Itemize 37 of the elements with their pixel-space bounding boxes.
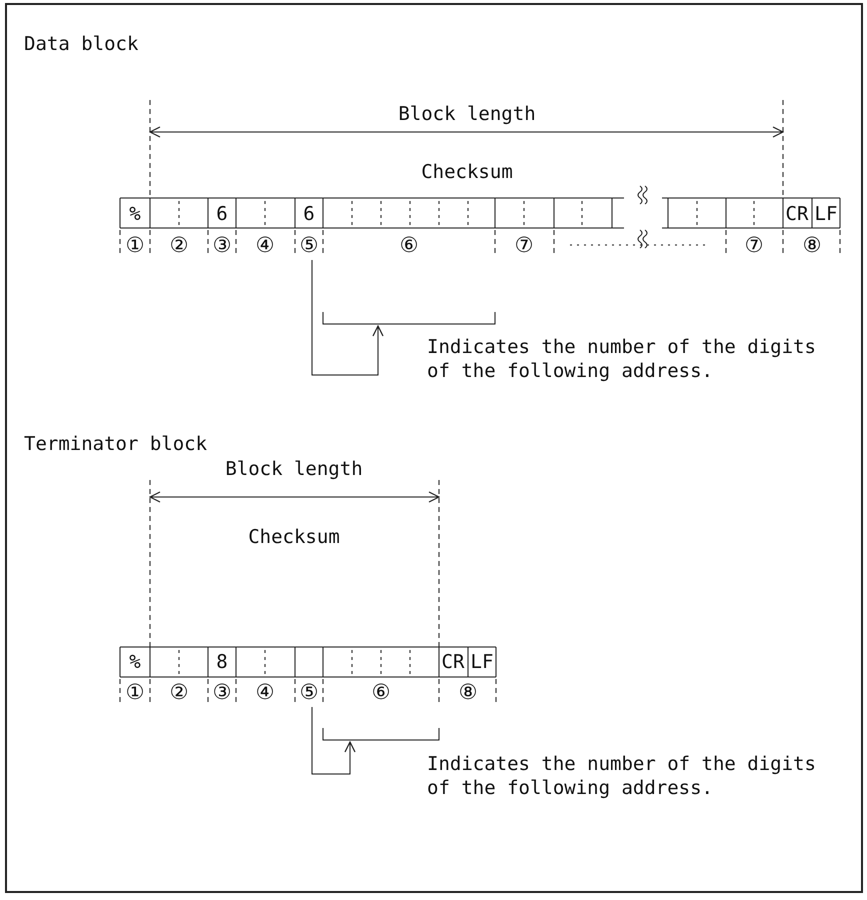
field-char: % — [129, 202, 141, 226]
bracket — [322, 312, 496, 324]
block-heading: Terminator block — [24, 432, 208, 456]
field-number: ② — [170, 680, 188, 704]
block-heading: Data block — [24, 32, 138, 56]
note-text: Indicates the number of the digits of the following address. — [427, 752, 817, 800]
field-char: 6 — [303, 202, 315, 226]
field-char: CR — [786, 202, 808, 226]
field-number: ① — [126, 233, 144, 257]
note-text: Indicates the number of the digits of the following address. — [427, 335, 817, 383]
field-number: ⑥ — [372, 680, 390, 704]
field-char: CR — [442, 650, 464, 674]
dimension-label: Block length — [225, 457, 363, 481]
bracket — [322, 728, 440, 740]
field-number: ② — [170, 233, 188, 257]
field-char: 6 — [216, 202, 228, 226]
field-number: ⑦ — [744, 233, 764, 257]
dimension-label: Block length — [398, 102, 536, 126]
field-number: ⑧ — [802, 233, 822, 257]
field-char: % — [129, 650, 141, 674]
field-number: ④ — [256, 233, 274, 257]
field-caption: Checksum — [421, 160, 513, 184]
field-char: LF — [814, 202, 838, 226]
field-number: ⑧ — [458, 680, 478, 704]
field-number: ⑤ — [300, 233, 318, 257]
field-number: ③ — [212, 233, 232, 257]
leader-arrow — [312, 260, 384, 376]
field-number: ⑥ — [400, 233, 418, 257]
field-number: ① — [126, 680, 144, 704]
field-char: LF — [470, 650, 494, 674]
field-number: ③ — [212, 680, 232, 704]
leader-arrow — [312, 706, 356, 774]
field-caption: Checksum — [248, 525, 340, 549]
field-number: ⑤ — [300, 680, 318, 704]
field-number: ④ — [256, 680, 274, 704]
field-number: ⑦ — [514, 233, 534, 257]
field-char: 8 — [216, 650, 228, 674]
